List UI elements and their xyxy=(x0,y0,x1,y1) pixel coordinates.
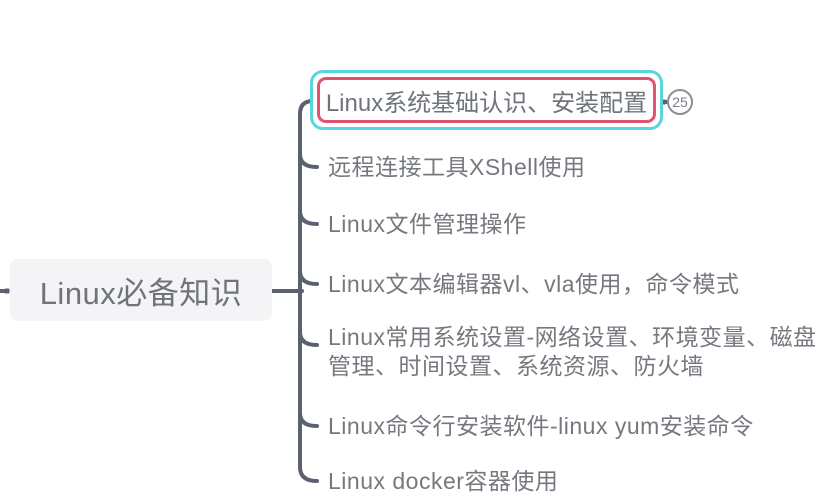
branch-elbow xyxy=(298,411,319,428)
trunk-line xyxy=(298,99,319,483)
parent-link-dot xyxy=(4,288,10,294)
branch-node-label: Linux系统基础认识、安装配置 xyxy=(325,89,648,117)
branch-node[interactable]: 远程连接工具XShell使用 xyxy=(328,154,586,180)
root-node-label: Linux必备知识 xyxy=(39,275,243,311)
branch-node[interactable]: Linux常用系统设置-网络设置、环境变量、磁盘 管理、时间设置、系统资源、防火… xyxy=(328,324,817,379)
branch-elbow xyxy=(298,269,319,286)
branch-elbow xyxy=(298,152,319,169)
root-node[interactable]: Linux必备知识 xyxy=(10,259,272,321)
collapsed-count-badge[interactable]: 25 xyxy=(667,89,693,115)
branch-node[interactable]: Linux文本编辑器vl、vla使用，命令模式 xyxy=(328,271,740,297)
branch-elbow xyxy=(298,209,319,226)
branch-node[interactable]: Linux文件管理操作 xyxy=(328,211,527,237)
branch-node[interactable]: Linux docker容器使用 xyxy=(328,468,559,494)
branch-elbow xyxy=(298,330,319,347)
branch-node[interactable]: Linux命令行安装软件-linux yum安装命令 xyxy=(328,413,754,439)
selected-node-highlight-border: Linux系统基础认识、安装配置 xyxy=(317,77,656,123)
branch-node-selected[interactable]: Linux系统基础认识、安装配置 xyxy=(310,70,663,130)
